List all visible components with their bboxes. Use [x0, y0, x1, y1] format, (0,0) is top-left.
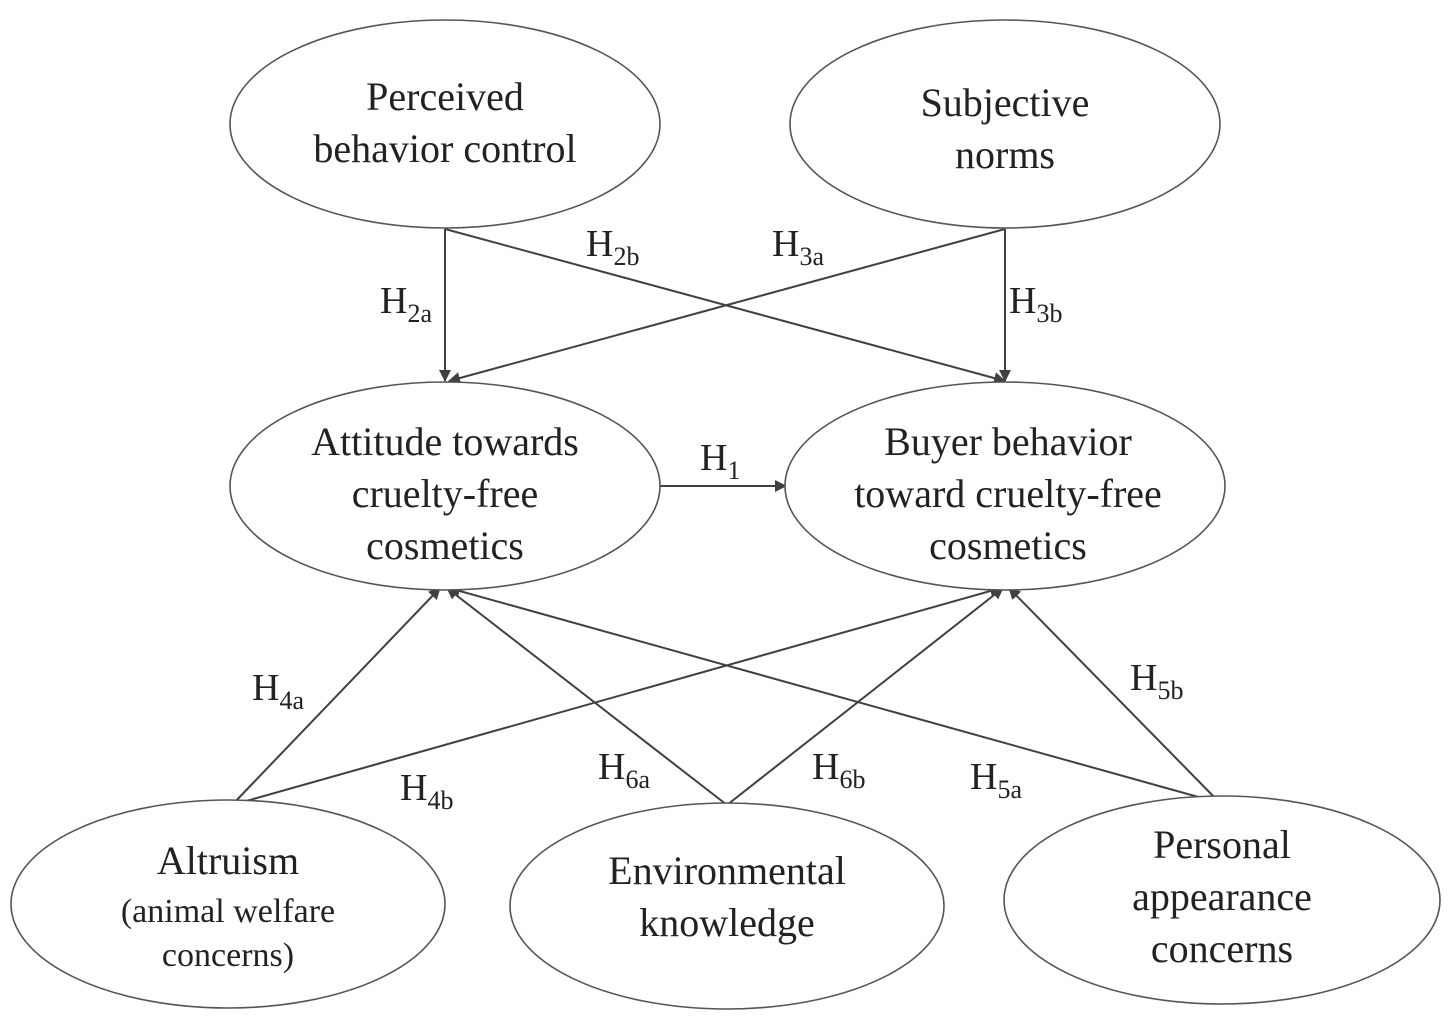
node-ellipse	[229, 381, 661, 591]
hypothesis-label-h1: H1	[700, 437, 740, 485]
node-buyer-behavior: Buyer behavior toward cruelty-free cosme…	[784, 381, 1226, 591]
hypothesis-label-h5a: H5a	[970, 756, 1022, 804]
node-ellipse	[509, 802, 945, 1010]
node-label: Buyer behavior	[884, 419, 1132, 464]
node-ellipse	[784, 381, 1226, 591]
node-label: Perceived	[366, 74, 524, 119]
node-altruism: Altruism (animal welfare concerns)	[10, 799, 446, 1009]
node-label: Attitude towards	[311, 419, 579, 464]
node-label: cosmetics	[366, 523, 524, 568]
node-attitude: Attitude towards cruelty-free cosmetics	[229, 381, 661, 591]
edge-environmental-to-buyer-behavior	[726, 587, 1004, 806]
node-ellipse	[10, 799, 446, 1009]
node-label: concerns	[1151, 926, 1293, 971]
node-label: appearance	[1132, 874, 1312, 919]
hypothesis-label-h3a: H3a	[772, 223, 824, 271]
node-ellipse	[789, 19, 1221, 229]
node-label: cruelty-free	[352, 471, 539, 516]
node-subjective-norms: Subjective norms	[789, 19, 1221, 229]
node-label: Personal	[1153, 822, 1291, 867]
node-personal-appearance: Personal appearance concerns	[1003, 795, 1441, 1005]
node-label: behavior control	[313, 126, 576, 171]
hypothesis-label-h5b: H5b	[1130, 657, 1183, 705]
node-label: Subjective	[921, 80, 1090, 125]
node-label: concerns)	[162, 937, 294, 974]
edge-altruism-to-buyer-behavior	[231, 585, 1002, 806]
node-label: (animal welfare	[121, 893, 335, 930]
node-perceived-behavior-control: Perceived behavior control	[229, 19, 661, 229]
node-environmental-knowledge: Environmental knowledge	[509, 802, 945, 1010]
edges	[231, 228, 1221, 806]
edge-altruism-to-attitude	[231, 587, 441, 806]
edge-environmental-to-attitude	[446, 587, 728, 806]
edge-appearance-to-attitude	[448, 585, 1221, 804]
node-label: Altruism	[157, 838, 299, 883]
node-label: Environmental	[608, 848, 846, 893]
node-label: knowledge	[639, 900, 815, 945]
node-ellipse	[1003, 795, 1441, 1005]
node-label: cosmetics	[929, 523, 1087, 568]
hypothesis-label-h4b: H4b	[400, 767, 453, 815]
hypothesis-label-h6a: H6a	[598, 746, 650, 794]
hypothesis-label-h2b: H2b	[586, 223, 639, 271]
hypothesis-label-h6b: H6b	[812, 746, 865, 794]
edge-appearance-to-buyer-behavior	[1008, 587, 1221, 804]
node-label: toward cruelty-free	[854, 471, 1162, 516]
hypothesis-label-h3b: H3b	[1009, 280, 1062, 328]
hypothesis-label-h2a: H2a	[380, 280, 432, 328]
node-label: norms	[955, 132, 1055, 177]
node-ellipse	[229, 19, 661, 229]
edge-sn-to-attitude	[448, 228, 1006, 384]
hypothesis-label-h4a: H4a	[252, 667, 304, 715]
hypothesis-labels: H2a H2b H3a H3b H1 H4a H4b H6a H6b H5a H…	[252, 223, 1183, 815]
